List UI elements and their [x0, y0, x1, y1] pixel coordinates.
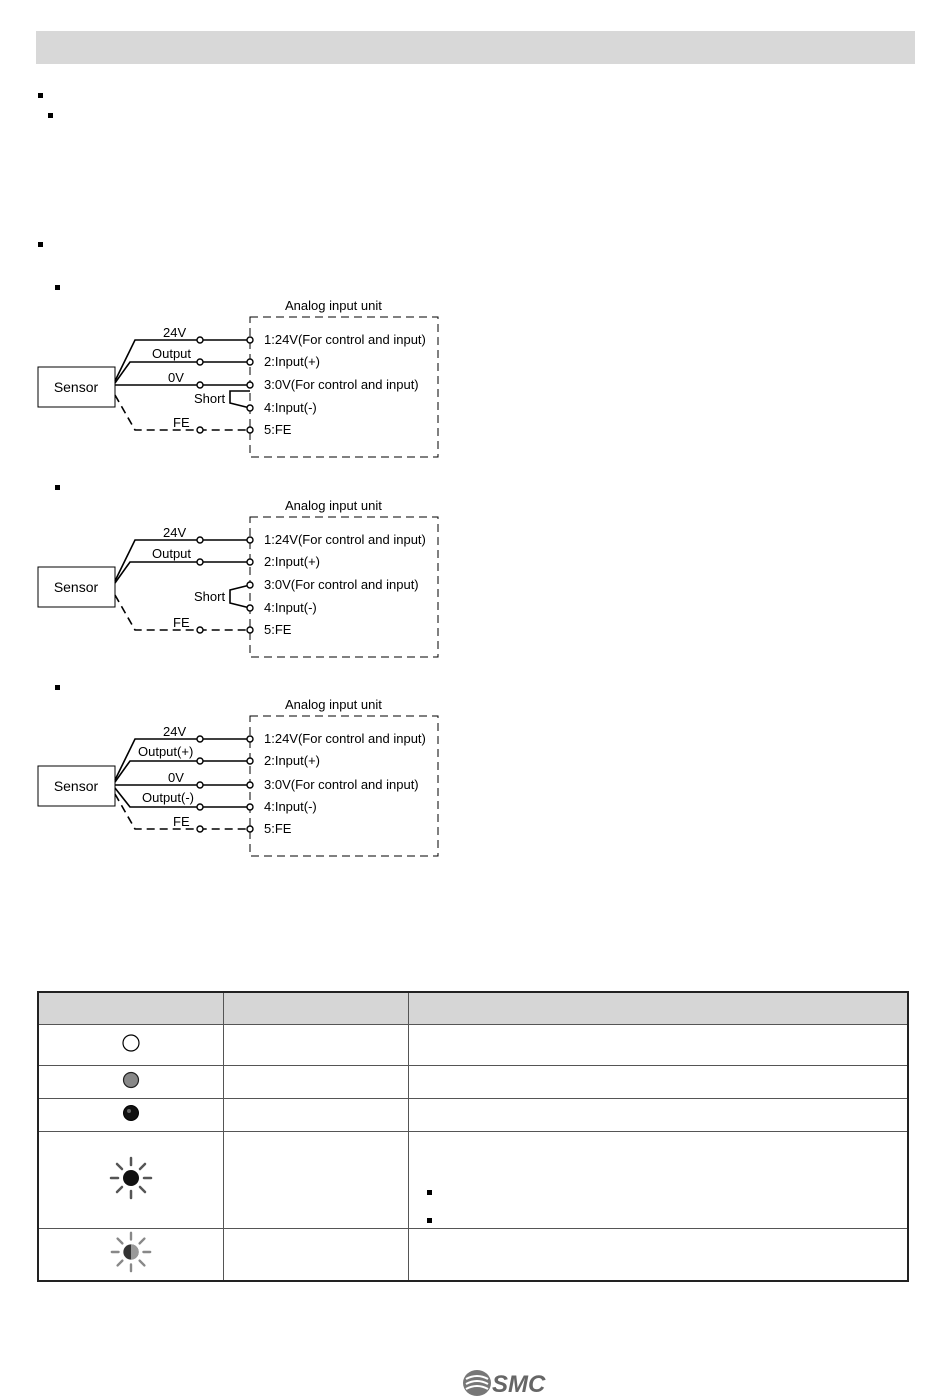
wire-label: 0V — [168, 770, 184, 785]
sensor-box — [37, 566, 116, 608]
wire-label: 0V — [168, 370, 184, 385]
table-header-cell — [223, 991, 409, 1025]
wire-label: Output — [152, 546, 191, 561]
terminal-label: 1:24V(For control and input) — [264, 532, 426, 547]
table-header-row — [37, 991, 909, 1025]
table-cell — [37, 1024, 224, 1066]
table-cell — [37, 1131, 224, 1229]
wire-label: FE — [173, 814, 190, 829]
table-row — [37, 1228, 909, 1282]
table-row — [37, 1131, 909, 1229]
table-cell — [408, 1131, 909, 1229]
terminal-label: 5:FE — [264, 422, 292, 437]
logo-text: SMC — [492, 1371, 546, 1398]
section-header-bar — [36, 31, 915, 64]
table-header-cell — [408, 991, 909, 1025]
terminal-label: 3:0V(For control and input) — [264, 577, 419, 592]
table-cell — [37, 1065, 224, 1099]
terminal-label: 2:Input(+) — [264, 354, 320, 369]
unit-label: Analog input unit — [285, 298, 382, 313]
terminal-label: 1:24V(For control and input) — [264, 731, 426, 746]
led-on-dark-icon — [123, 1104, 139, 1121]
unit-label: Analog input unit — [285, 498, 382, 513]
sensor-box — [37, 765, 116, 807]
wire-label: Output — [152, 346, 191, 361]
terminal-label: 2:Input(+) — [264, 753, 320, 768]
table-cell — [223, 1228, 409, 1282]
led-flashing-gray-icon — [110, 1231, 152, 1273]
wire-label: Short — [194, 391, 225, 406]
wire-label: 24V — [163, 525, 186, 540]
unit-label: Analog input unit — [285, 697, 382, 712]
bullet-marker — [427, 1190, 432, 1195]
led-off-icon — [122, 1033, 140, 1052]
table-cell — [408, 1065, 909, 1099]
terminal-label: 4:Input(-) — [264, 799, 317, 814]
led-flashing-dark-icon — [109, 1156, 153, 1199]
bullet-marker — [55, 285, 60, 290]
bullet-marker — [55, 685, 60, 690]
terminal-label: 4:Input(-) — [264, 400, 317, 415]
wire-label: FE — [173, 415, 190, 430]
wiring-diagram-2: Analog input unit Sensor 24V Output Shor… — [37, 498, 439, 658]
sensor-box — [37, 366, 116, 408]
table-cell — [408, 1024, 909, 1066]
terminal-label: 3:0V(For control and input) — [264, 777, 419, 792]
wire-label: 24V — [163, 325, 186, 340]
terminal-label: 2:Input(+) — [264, 554, 320, 569]
wiring-diagram-3: Analog input unit Sensor 24V Output(+) 0… — [37, 697, 439, 857]
table-cell — [37, 1228, 224, 1282]
table-cell — [408, 1098, 909, 1132]
table-cell — [37, 1098, 224, 1132]
terminal-label: 3:0V(For control and input) — [264, 377, 419, 392]
terminal-label: 1:24V(For control and input) — [264, 332, 426, 347]
table-cell — [223, 1024, 409, 1066]
table-cell — [223, 1065, 409, 1099]
bullet-marker — [427, 1218, 432, 1223]
led-on-gray-icon — [122, 1071, 140, 1088]
wire-label: 24V — [163, 724, 186, 739]
table-header-cell — [37, 991, 224, 1025]
sensor-label: Sensor — [54, 778, 99, 794]
sensor-label: Sensor — [54, 379, 99, 395]
table-row — [37, 1024, 909, 1066]
table-cell — [408, 1228, 909, 1282]
terminal-label: 5:FE — [264, 821, 292, 836]
table-cell — [223, 1098, 409, 1132]
terminal-label: 4:Input(-) — [264, 600, 317, 615]
wire-label: FE — [173, 615, 190, 630]
wire-label: Short — [194, 589, 225, 604]
table-row — [37, 1065, 909, 1099]
sensor-label: Sensor — [54, 579, 99, 595]
smc-logo: SMC — [463, 1370, 546, 1398]
led-status-table — [37, 991, 909, 1282]
terminal-label: 5:FE — [264, 622, 292, 637]
bullet-marker — [55, 485, 60, 490]
bullet-marker — [38, 93, 43, 98]
wiring-diagram-1: Analog input unit Sensor 24V Output 0V S… — [37, 298, 439, 458]
table-row — [37, 1098, 909, 1132]
bullet-marker — [48, 113, 53, 118]
wire-label: Output(+) — [138, 744, 193, 759]
wire-label: Output(-) — [142, 790, 194, 805]
bullet-marker — [38, 242, 43, 247]
table-cell — [223, 1131, 409, 1229]
